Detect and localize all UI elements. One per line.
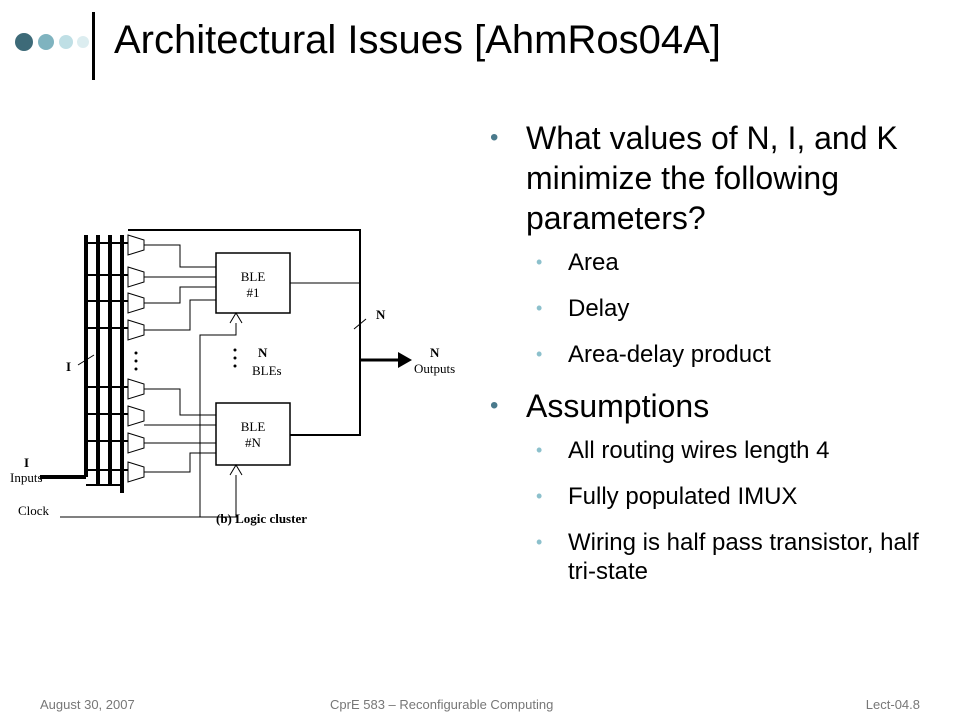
footer-course: CprE 583 – Reconfigurable Computing — [330, 697, 554, 712]
sub-bullet-area-delay: •Area-delay product — [536, 341, 771, 368]
footer-date: August 30, 2007 — [40, 697, 135, 712]
inputs-label: Inputs — [10, 470, 43, 485]
sub-bullet-wiring: •Wiring is half pass transistor, half tr… — [536, 529, 919, 585]
bullet-1: •What values of N, I, and K minimize the… — [490, 120, 898, 236]
bullet-marker-icon: • — [490, 392, 499, 419]
n-bles-label: N — [258, 345, 268, 360]
logic-cluster-diagram: BLE #1 BLE #N N N BLEs N Outputs I I Inp… — [10, 229, 455, 526]
i-bus-label: I — [66, 359, 71, 374]
sub-bullet-marker-icon: • — [536, 298, 543, 318]
sub-bullet-delay: •Delay — [536, 295, 630, 322]
sub-bullet-marker-icon: • — [536, 440, 543, 460]
ble-n-number: #N — [245, 435, 262, 450]
ble-1-number: #1 — [247, 285, 260, 300]
ble-n-label: BLE — [241, 419, 266, 434]
sub-bullet-marker-icon: • — [536, 532, 543, 552]
ble-1-label: BLE — [241, 269, 266, 284]
sub-bullet-marker-icon: • — [536, 344, 543, 364]
n-outputs-label: N — [430, 345, 440, 360]
bullet-list: •What values of N, I, and K minimize the… — [490, 118, 940, 603]
n-feedback-label: N — [376, 307, 386, 322]
sub-bullet-area: •Area — [536, 249, 619, 276]
footer-lecture: Lect-04.8 — [865, 697, 920, 712]
bullet-2: •Assumptions — [490, 388, 710, 424]
sub-bullet-marker-icon: • — [536, 252, 543, 272]
clock-label: Clock — [18, 503, 50, 518]
title-dots-icon — [15, 33, 89, 51]
sub-bullet-marker-icon: • — [536, 486, 543, 506]
i-inputs-label: I — [24, 455, 29, 470]
outputs-label: Outputs — [414, 361, 455, 376]
sub-bullet-routing: •All routing wires length 4 — [536, 437, 830, 464]
bles-label: BLEs — [252, 363, 282, 378]
figure-caption: (b) Logic cluster — [216, 511, 307, 526]
slide-title: Architectural Issues [AhmRos04A] — [114, 18, 721, 62]
bullet-marker-icon: • — [490, 124, 499, 151]
sub-bullet-imux: •Fully populated IMUX — [536, 483, 798, 510]
title-divider — [92, 12, 95, 80]
